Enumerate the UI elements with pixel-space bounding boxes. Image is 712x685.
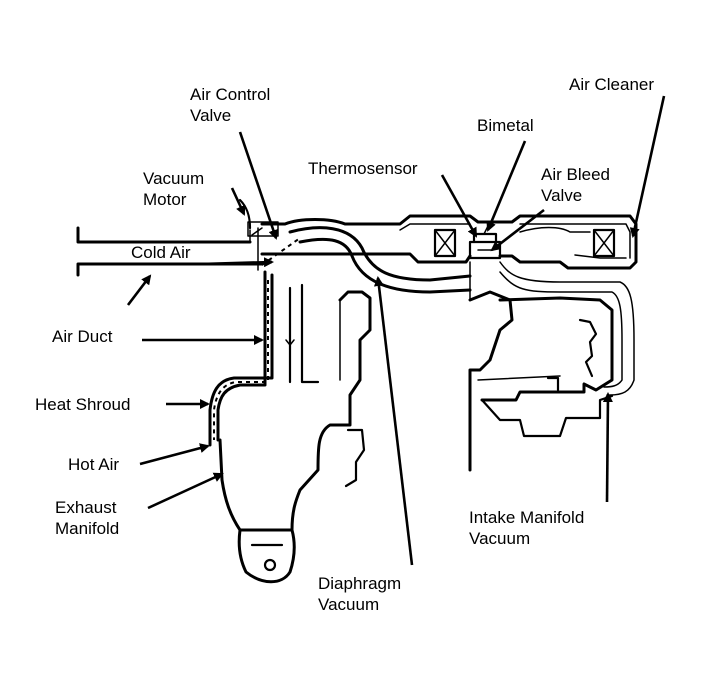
arrow-bimetal: [486, 140, 527, 232]
arrow-cold-air-flow: [199, 257, 274, 268]
label-intake-manifold-vacuum-line1: Intake Manifold: [469, 508, 585, 527]
label-vacuum-motor-line1: Vacuum: [143, 169, 205, 188]
label-heat-shroud: Heat Shroud: [35, 395, 131, 414]
label-intake-manifold-vacuum: Intake Manifold Vacuum: [469, 507, 584, 549]
leader-arrows: [126, 95, 666, 566]
label-vacuum-motor: Vacuum Motor: [143, 168, 204, 210]
arrow-intake-manifold-vacuum: [602, 392, 613, 503]
label-exhaust-manifold-line1: Exhaust: [55, 498, 117, 517]
label-thermosensor: Thermosensor: [308, 159, 418, 178]
label-air-bleed-valve: Air Bleed Valve: [541, 164, 610, 206]
arrow-thermosensor: [440, 174, 478, 238]
label-exhaust-manifold: Exhaust Manifold: [55, 497, 119, 539]
label-bimetal: Bimetal: [477, 116, 534, 135]
label-air-duct: Air Duct: [52, 327, 113, 346]
arrow-cold-air-duct: [126, 274, 152, 306]
label-cold-air: Cold Air: [131, 243, 191, 262]
label-vacuum-motor-line2: Motor: [143, 190, 187, 209]
arrow-air-cleaner: [629, 95, 666, 238]
exhaust-manifold-drawing: [218, 290, 372, 584]
label-air-cleaner: Air Cleaner: [569, 75, 655, 94]
arrow-air-control-valve: [238, 131, 279, 240]
heat-shroud-drawing: [208, 237, 320, 447]
arrow-air-bleed-valve: [490, 208, 545, 252]
label-air-bleed-valve-line1: Air Bleed: [541, 165, 610, 184]
arrow-vacuum-motor: [230, 187, 246, 216]
label-hot-air: Hot Air: [68, 455, 120, 474]
label-air-bleed-valve-line2: Valve: [541, 186, 583, 205]
arrow-hot-air: [139, 443, 210, 466]
label-intake-manifold-vacuum-line2: Vacuum: [469, 529, 531, 548]
label-air-control-valve: Air Control Valve: [190, 84, 270, 126]
label-diaphragm-vacuum: Diaphragm Vacuum: [318, 573, 401, 615]
label-exhaust-manifold-line2: Manifold: [55, 519, 120, 538]
air-cleaner-housing: [260, 214, 638, 270]
arrow-diaphragm-vacuum: [373, 276, 414, 566]
label-air-control-valve-line1: Air Control: [190, 85, 271, 104]
label-diaphragm-vacuum-line2: Vacuum: [318, 595, 380, 614]
vacuum-hose-drawing: [288, 226, 635, 396]
arrow-exhaust-manifold: [147, 472, 224, 510]
label-diaphragm-vacuum-line1: Diaphragm: [318, 574, 402, 593]
label-air-control-valve-line2: Valve: [190, 106, 232, 125]
intake-manifold-drawing: [468, 290, 614, 472]
